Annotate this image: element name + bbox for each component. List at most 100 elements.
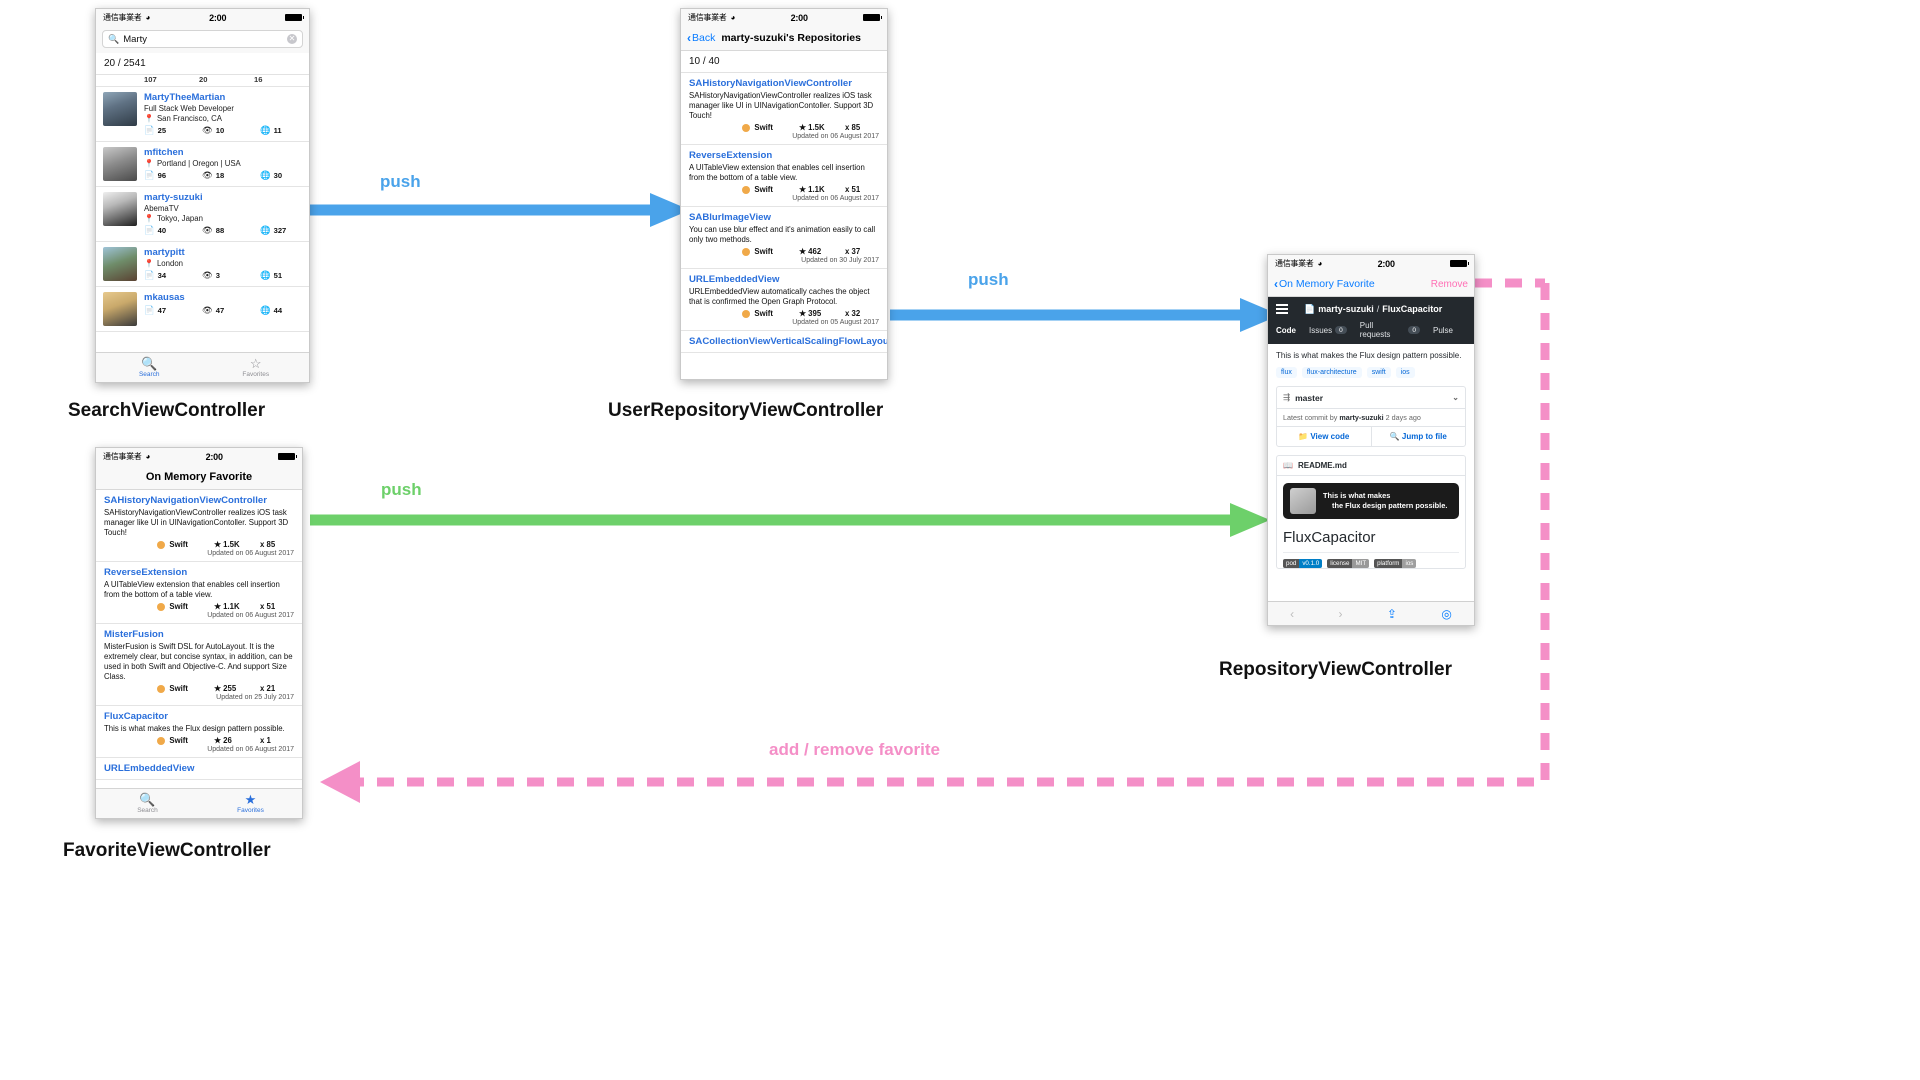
language-dot-icon — [742, 123, 751, 132]
repository-list: SAHistoryNavigationViewController SAHist… — [681, 73, 887, 353]
readme-heading: FluxCapacitor — [1283, 529, 1459, 553]
jump-to-file-label: Jump to file — [1401, 432, 1447, 441]
repo-icon: 📄 — [144, 270, 155, 280]
star-icon: ★ — [799, 123, 806, 132]
repo-icon: 📄 — [144, 305, 155, 315]
readme-header: 📖 README.md — [1277, 456, 1465, 476]
repo-language: Swift — [754, 247, 773, 256]
list-item[interactable]: ReverseExtension A UITableView extension… — [96, 562, 302, 624]
avatar — [103, 92, 137, 126]
list-item[interactable]: mkausas 📄47 👁47 🌐44 — [96, 287, 309, 332]
repo-count: 25 — [157, 126, 167, 135]
language-dot-icon — [157, 602, 166, 611]
commit-author[interactable]: marty-suzuki — [1339, 413, 1384, 422]
list-item[interactable]: ReverseExtension A UITableView extension… — [681, 145, 887, 207]
safari-icon[interactable]: ◎ — [1441, 606, 1452, 621]
topic-tag[interactable]: flux — [1276, 367, 1297, 378]
tab-pulse[interactable]: Pulse — [1433, 326, 1453, 335]
label-favorite-view-controller: FavoriteViewController — [63, 840, 271, 861]
tab-favorites[interactable]: ☆ Favorites — [203, 357, 310, 379]
view-code-button[interactable]: 📁 View code — [1277, 427, 1371, 446]
tab-search[interactable]: 🔍 Search — [96, 793, 199, 815]
user-name: mfitchen — [144, 147, 184, 158]
fork-icon: x — [845, 247, 850, 256]
folder-icon: 📁 — [1298, 432, 1309, 441]
repo-description: URLEmbeddedView automatically caches the… — [689, 287, 870, 306]
star-count: 1.1K — [808, 185, 825, 194]
remove-favorite-button[interactable]: Remove — [1430, 278, 1468, 290]
list-item[interactable]: martypitt 📍London 📄34 👁3 🌐51 — [96, 242, 309, 287]
star-icon: ★ — [214, 540, 221, 549]
list-item[interactable]: MisterFusion MisterFusion is Swift DSL f… — [96, 624, 302, 706]
chevron-right-icon[interactable]: › — [1338, 606, 1343, 621]
list-item[interactable]: marty-suzuki AbemaTV 📍Tokyo, Japan 📄40 👁… — [96, 187, 309, 242]
user-name: MartyTheeMartian — [144, 92, 226, 103]
hamburger-icon[interactable] — [1276, 302, 1288, 316]
share-icon[interactable]: ⇪ — [1386, 606, 1397, 621]
tab-search[interactable]: 🔍 Search — [96, 357, 203, 379]
list-item[interactable]: URLEmbeddedView URLEmbeddedView automati… — [681, 269, 887, 331]
list-item[interactable]: SAHistoryNavigationViewController SAHist… — [96, 490, 302, 562]
repo-description: You can use blur effect and it's animati… — [689, 225, 876, 244]
search-bar[interactable]: 🔍 Marty ✕ — [96, 26, 309, 53]
star-icon: ★ — [214, 602, 221, 611]
star-count: 1.5K — [223, 540, 240, 549]
location-pin-icon: 📍 — [144, 214, 154, 223]
path-separator: / — [1376, 304, 1380, 314]
page-title: On Memory Favorite — [145, 471, 253, 483]
clock-label: 2:00 — [209, 12, 227, 23]
list-item[interactable]: FluxCapacitor This is what makes the Flu… — [96, 706, 302, 758]
status-bar: 通信事業者 ◕ 2:00 — [1268, 255, 1474, 272]
banner-line-1: This is what makes — [1323, 491, 1391, 500]
tab-pull-requests-label: Pull requests — [1359, 321, 1391, 339]
search-icon: 🔍 — [108, 33, 120, 44]
back-button[interactable]: ‹ On Memory Favorite — [1274, 277, 1375, 291]
follower-count: 10 — [215, 126, 225, 135]
star-count: 1.5K — [808, 123, 825, 132]
readme-body: This is what makes the Flux design patte… — [1277, 476, 1465, 568]
fork-count: 51 — [266, 602, 276, 611]
list-item[interactable]: SAHistoryNavigationViewController SAHist… — [681, 73, 887, 145]
star-icon: ★ — [799, 185, 806, 194]
fork-count: 21 — [266, 684, 276, 693]
tab-favorites[interactable]: ★ Favorites — [199, 793, 302, 815]
clear-icon[interactable]: ✕ — [287, 34, 297, 44]
fork-count: 1 — [266, 736, 271, 745]
star-icon: ★ — [214, 684, 221, 693]
repo-name: ReverseExtension — [689, 150, 773, 161]
repo-language: Swift — [169, 540, 188, 549]
badge-value: v0.1.0 — [1299, 559, 1323, 568]
list-item[interactable]: SACollectionViewVerticalScalingFlowLayou… — [681, 331, 887, 353]
jump-to-file-button[interactable]: 🔍 Jump to file — [1370, 427, 1466, 446]
tab-favorites-label: Favorites — [237, 807, 264, 814]
chevron-down-icon: ⌄ — [1452, 393, 1459, 402]
list-item[interactable]: URLEmbeddedView — [96, 758, 302, 780]
status-bar: 通信事業者 ◕ 2:00 — [96, 448, 302, 465]
browser-toolbar: ‹ › ⇪ ◎ — [1268, 601, 1474, 625]
branch-name: master — [1295, 392, 1324, 403]
topic-tag[interactable]: swift — [1366, 367, 1391, 378]
follower-count: 88 — [215, 226, 225, 235]
eye-icon: 👁 — [202, 125, 213, 135]
topic-tag[interactable]: ios — [1395, 367, 1415, 378]
list-item[interactable]: SABlurImageView You can use blur effect … — [681, 207, 887, 269]
tab-code[interactable]: Code — [1276, 326, 1296, 335]
topic-tag[interactable]: flux-architecture — [1301, 367, 1362, 378]
list-item[interactable]: MartyTheeMartian Full Stack Web Develope… — [96, 87, 309, 142]
back-button[interactable]: ‹ Back — [687, 31, 715, 45]
repo-owner[interactable]: marty-suzuki — [1318, 304, 1374, 314]
readme-card: 📖 README.md This is what makes the Flux … — [1276, 455, 1466, 569]
repo-name[interactable]: FluxCapacitor — [1382, 304, 1443, 314]
branch-selector[interactable]: ⇶ master ⌄ — [1277, 387, 1465, 409]
search-input[interactable]: 🔍 Marty ✕ — [102, 30, 303, 48]
list-item[interactable]: mfitchen 📍Portland | Oregon | USA 📄96 👁1… — [96, 142, 309, 187]
chevron-left-icon[interactable]: ‹ — [1290, 606, 1295, 621]
clock-label: 2:00 — [790, 12, 808, 23]
repo-updated: Updated on 30 July 2017 — [801, 257, 879, 264]
user-row-partial[interactable]: 107 20 16 — [96, 75, 309, 87]
repo-name: SAHistoryNavigationViewController — [104, 495, 267, 506]
issues-badge: 0 — [1335, 326, 1347, 334]
repo-about: This is what makes the Flux design patte… — [1276, 351, 1462, 360]
